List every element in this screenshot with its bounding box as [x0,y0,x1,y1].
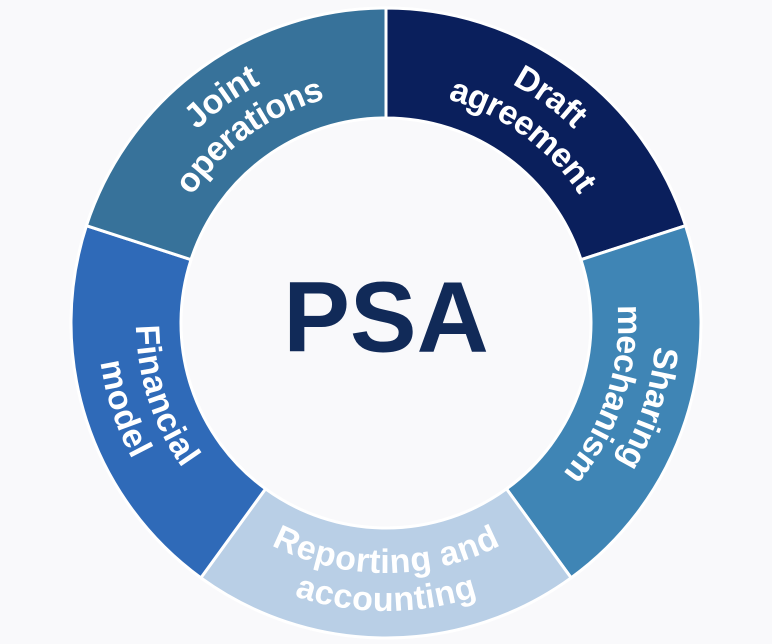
segment-financial-model [69,223,268,580]
segment-sharing-mechanism [504,223,703,580]
segment-draft-agreement [384,6,688,262]
segment-reporting-and-accounting [198,486,574,640]
center-title: PSA [283,261,489,373]
segment-joint-operations [84,6,388,262]
segments-layer [69,6,703,640]
